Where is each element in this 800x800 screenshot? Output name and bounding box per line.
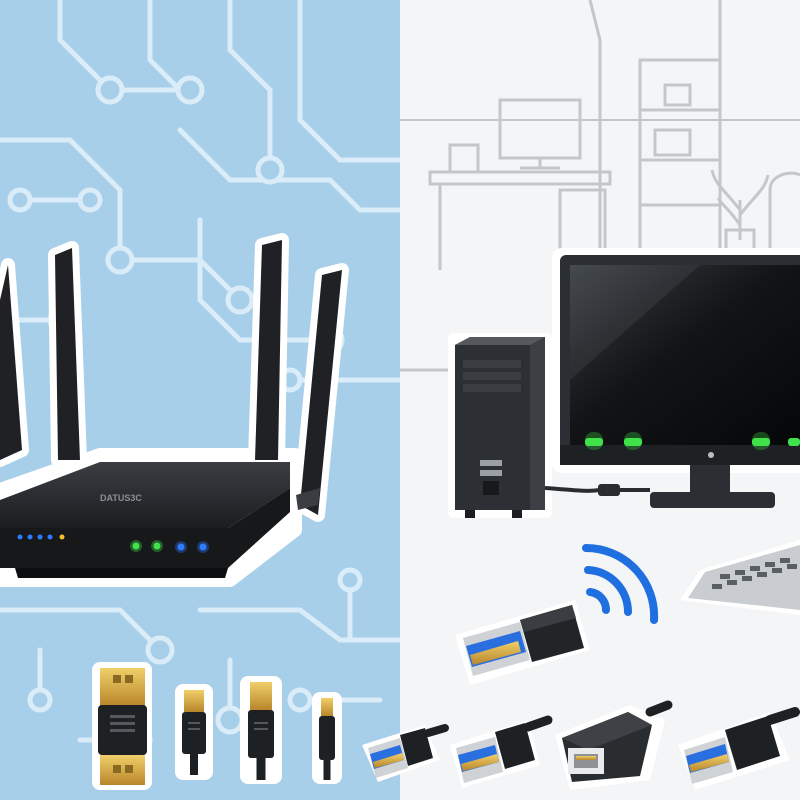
office-sketch xyxy=(400,0,800,372)
usb-cable-icon xyxy=(312,692,342,784)
router-icon: DATUS3C xyxy=(0,233,349,587)
usb-cable-icon xyxy=(678,707,800,790)
ethernet-adapter-icon xyxy=(555,700,673,790)
usb-dongle-icon xyxy=(455,600,590,685)
router-status-leds xyxy=(17,534,209,553)
usb-cable-icon xyxy=(92,662,152,790)
router-front xyxy=(0,488,290,568)
usb-cable-icon xyxy=(450,715,553,788)
router-top xyxy=(0,462,290,528)
usb-cable-icon xyxy=(175,684,213,780)
monitor-icon xyxy=(552,248,800,508)
laptop-icon xyxy=(680,540,800,615)
usb-cable-icon xyxy=(240,676,282,784)
monitor-screen xyxy=(570,265,800,445)
desktop-tower-icon xyxy=(448,333,650,518)
monitor-underglow-leds xyxy=(585,432,800,450)
usb-cable-icon xyxy=(362,724,449,782)
wifi-signal-icon xyxy=(582,543,659,624)
router-brand-label: DATUS3C xyxy=(100,493,142,503)
